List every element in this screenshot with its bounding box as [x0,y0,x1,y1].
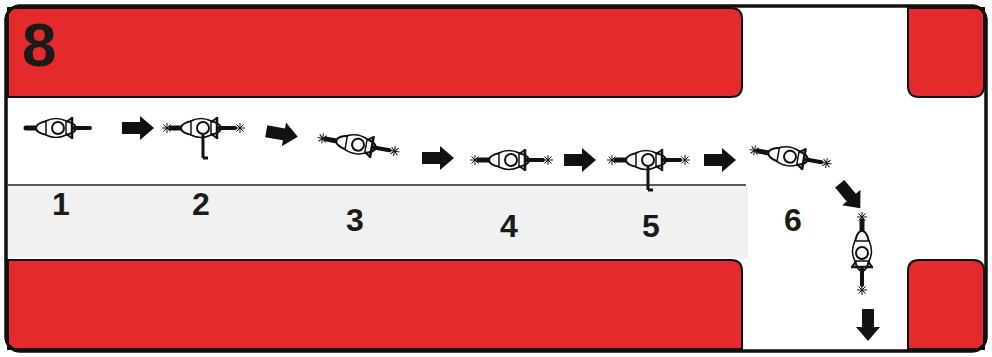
step-number: 6 [784,204,802,236]
step-number: 1 [52,188,70,220]
step-number: 5 [642,210,660,242]
step-number: 4 [500,210,518,242]
figure-number: 8 [22,14,56,76]
step-number: 2 [192,188,210,220]
step-number: 3 [346,204,364,236]
